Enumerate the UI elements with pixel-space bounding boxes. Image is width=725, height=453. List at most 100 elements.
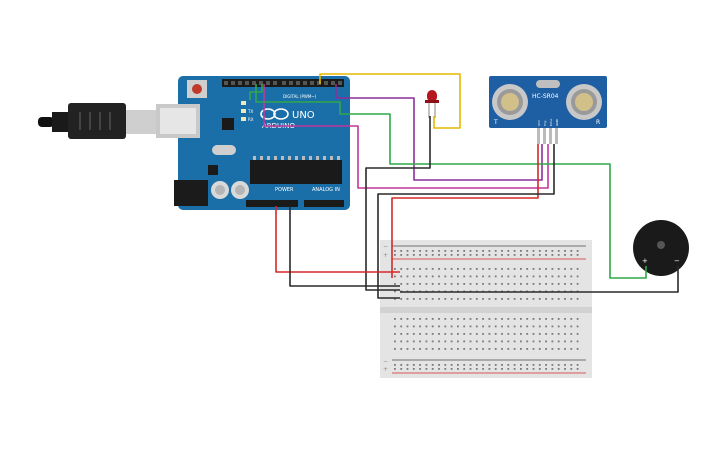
breadboard-hole <box>438 250 440 252</box>
breadboard-hole <box>564 298 566 300</box>
breadboard-hole <box>475 250 478 252</box>
power-label: POWER <box>275 187 294 193</box>
breadboard-hole <box>425 364 428 366</box>
breadboard-hole <box>557 348 560 350</box>
breadboard-hole <box>412 340 415 343</box>
breadboard-hole <box>513 254 516 256</box>
breadboard-hole <box>576 333 579 335</box>
breadboard-hole <box>438 348 440 350</box>
breadboard-hole <box>551 254 554 256</box>
breadboard-hole <box>513 298 516 300</box>
wire-black-buzzer <box>400 266 679 293</box>
breadboard-hole <box>538 348 541 350</box>
breadboard-hole <box>412 283 415 285</box>
breadboard-hole <box>538 254 541 256</box>
sensor-pin-labels: VCC Trig Echo GND <box>537 118 559 127</box>
breadboard-hole <box>551 275 554 278</box>
breadboard-hole <box>457 368 459 370</box>
breadboard-hole <box>520 340 522 343</box>
breadboard-hole <box>463 318 466 320</box>
breadboard-hole <box>425 348 428 350</box>
breadboard-hole <box>507 275 510 278</box>
buzzer-minus: − <box>674 257 680 265</box>
breadboard-hole <box>513 325 516 328</box>
breadboard-hole <box>488 348 491 350</box>
breadboard-hole <box>501 318 503 320</box>
breadboard-hole <box>538 325 541 328</box>
breadboard-hole <box>394 318 396 320</box>
wire-red-5v <box>275 206 400 273</box>
breadboard-hole <box>564 283 566 285</box>
breadboard-hole <box>406 333 409 335</box>
breadboard-hole <box>463 254 466 256</box>
breadboard-hole <box>494 333 497 335</box>
breadboard-hole <box>494 275 497 278</box>
breadboard-hole <box>576 348 579 350</box>
breadboard-hole <box>557 275 560 278</box>
breadboard-hole <box>532 325 535 328</box>
breadboard-hole <box>450 364 453 366</box>
breadboard-hole <box>507 325 510 328</box>
svg-text:Echo: Echo <box>549 119 553 126</box>
breadboard-hole <box>450 283 453 285</box>
breadboard-hole <box>425 340 428 343</box>
breadboard-hole <box>564 340 566 343</box>
breadboard-hole <box>394 275 396 278</box>
breadboard-hole <box>482 268 484 270</box>
breadboard-hole <box>557 298 560 300</box>
breadboard-hole <box>457 250 459 252</box>
breadboard-hole <box>419 250 421 252</box>
breadboard-hole <box>412 318 415 320</box>
breadboard-hole <box>431 325 434 328</box>
breadboard-hole <box>564 368 566 370</box>
sensor-t-mark: T <box>493 119 498 126</box>
breadboard-hole <box>494 298 497 300</box>
breadboard-hole <box>400 325 403 328</box>
breadboard-hole <box>488 318 491 320</box>
breadboard-hole <box>551 333 554 335</box>
breadboard-hole <box>400 298 403 300</box>
breadboard-hole <box>419 368 421 370</box>
breadboard-hole <box>526 283 529 285</box>
breadboard-hole <box>532 250 535 252</box>
breadboard-hole <box>419 298 421 300</box>
breadboard-hole <box>469 340 472 343</box>
breadboard-hole <box>482 348 484 350</box>
breadboard-hole <box>513 283 516 285</box>
breadboard-hole <box>526 364 529 366</box>
breadboard-hole <box>520 250 522 252</box>
breadboard-hole <box>513 368 516 370</box>
breadboard-hole <box>488 368 491 370</box>
breadboard-hole <box>520 364 522 366</box>
crystal-icon <box>536 80 560 88</box>
breadboard-hole <box>450 348 453 350</box>
breadboard-hole <box>545 275 547 278</box>
breadboard-hole <box>570 364 573 366</box>
breadboard-hole <box>482 283 484 285</box>
breadboard-hole <box>431 298 434 300</box>
breadboard-hole <box>444 348 447 350</box>
breadboard-hole <box>532 340 535 343</box>
breadboard-hole <box>501 298 503 300</box>
breadboard-hole <box>564 250 566 252</box>
breadboard-hole <box>406 283 409 285</box>
breadboard-hole <box>394 254 396 256</box>
breadboard-hole <box>400 283 403 285</box>
breadboard-hole <box>507 250 510 252</box>
breadboard-hole <box>551 298 554 300</box>
breadboard-hole <box>564 325 566 328</box>
breadboard-hole <box>570 283 573 285</box>
breadboard-hole <box>576 250 579 252</box>
breadboard-hole <box>513 340 516 343</box>
breadboard-hole <box>431 283 434 285</box>
breadboard-hole <box>444 283 447 285</box>
breadboard-hole <box>475 368 478 370</box>
breadboard-hole <box>545 298 547 300</box>
wire-yellow-led <box>319 73 461 129</box>
breadboard-hole <box>557 325 560 328</box>
breadboard-hole <box>463 364 466 366</box>
breadboard-hole <box>557 340 560 343</box>
breadboard-hole <box>425 283 428 285</box>
breadboard-hole <box>438 325 440 328</box>
breadboard-hole <box>532 368 535 370</box>
